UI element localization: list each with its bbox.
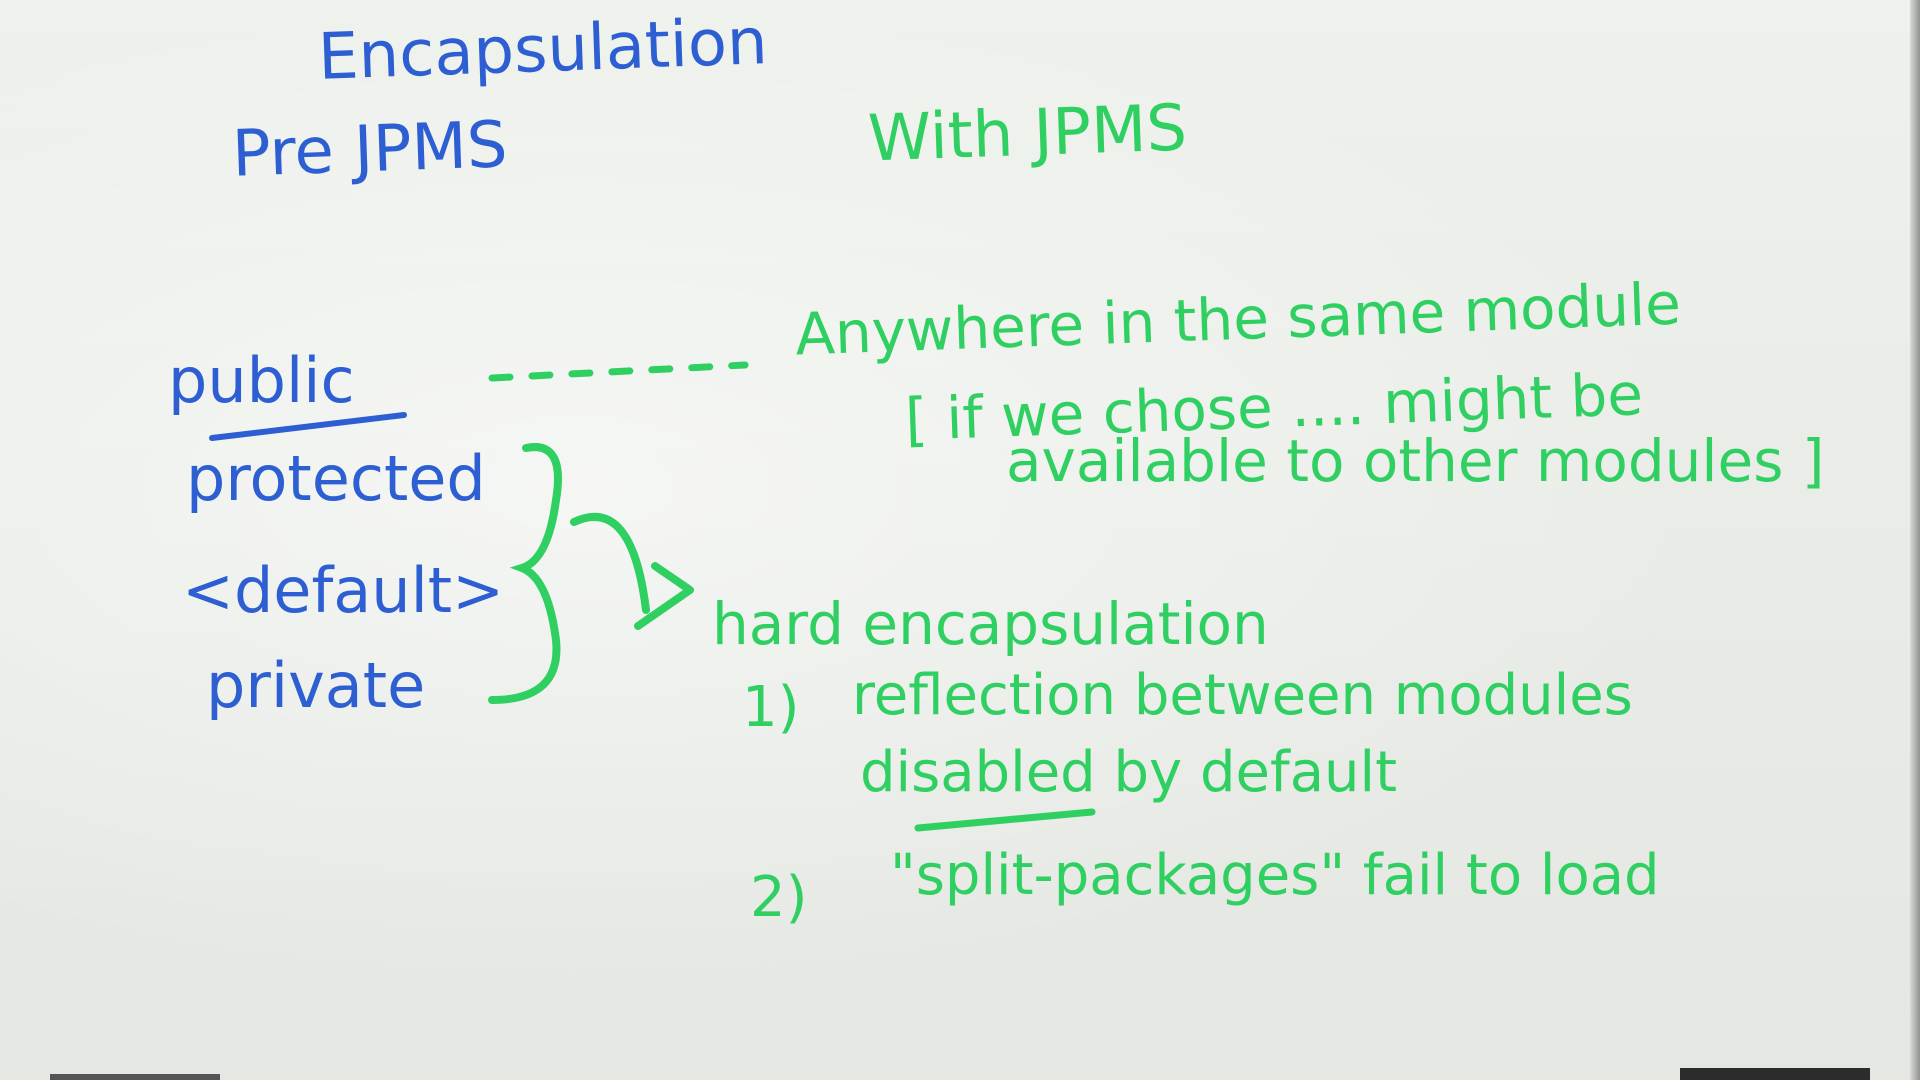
modifier-default: <default> <box>182 554 505 627</box>
arrow-shaft <box>570 513 650 614</box>
public-desc-line3: available to other modules ] <box>1006 427 1825 495</box>
hard-encapsulation-heading: hard encapsulation <box>712 590 1269 658</box>
modifier-protected: protected <box>186 442 486 515</box>
board-frame-edge <box>1910 0 1920 1080</box>
marker-tray-right <box>1680 1068 1870 1080</box>
arrow-head <box>634 562 694 630</box>
item1-number: 1) <box>742 675 800 740</box>
public-underline <box>209 412 407 441</box>
marker-tray-left <box>50 1074 220 1080</box>
modifier-public: public <box>168 344 355 417</box>
item1-line1: reflection between modules <box>852 663 1633 728</box>
item2-text: "split-packages" fail to load <box>890 843 1660 908</box>
item2-number: 2) <box>750 865 808 930</box>
curly-brace <box>488 443 562 704</box>
dotted-leader <box>488 361 749 382</box>
item1-line2: disabled by default <box>860 740 1398 805</box>
modifier-private: private <box>206 649 426 722</box>
disabled-underline <box>914 808 1096 832</box>
